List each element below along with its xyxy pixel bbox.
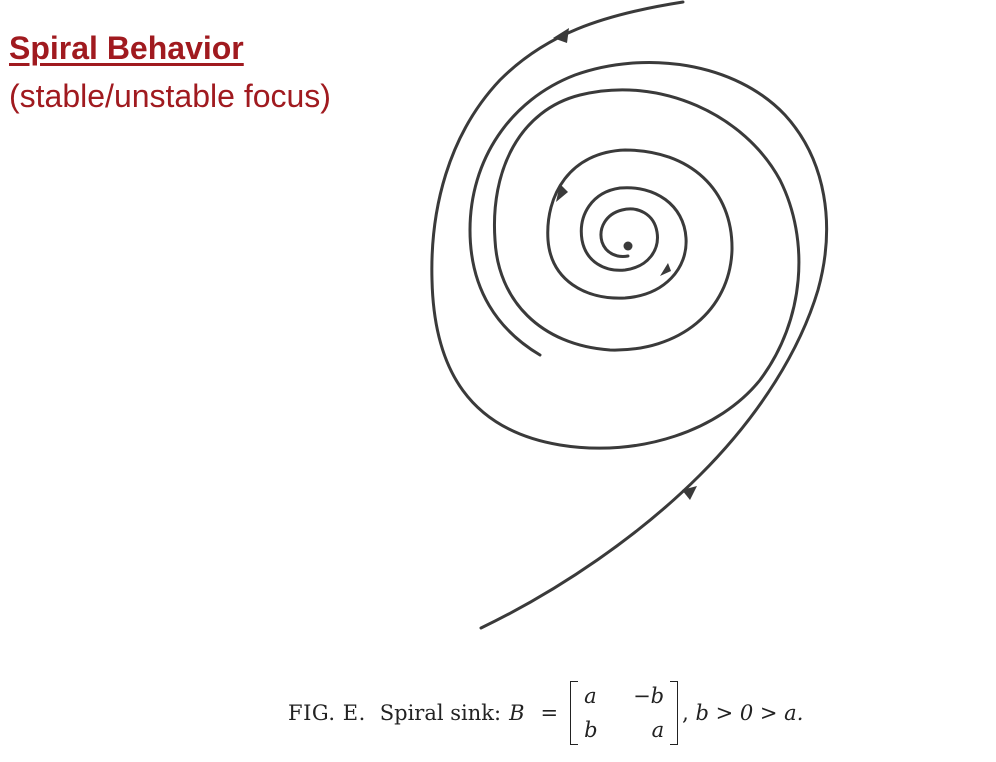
arrow-bottom-icon xyxy=(682,486,697,500)
matrix-entry: a xyxy=(651,718,665,742)
caption-text: Spiral sink: xyxy=(379,701,502,725)
matrix-entry: −b xyxy=(633,684,665,708)
arrow-inner-left-icon xyxy=(556,184,568,202)
caption-comma: , xyxy=(682,701,696,725)
slide-subtitle: (stable/unstable focus) xyxy=(9,78,331,114)
matrix-entry: a xyxy=(584,684,597,708)
matrix-entry: b xyxy=(584,718,598,742)
figure-caption: FIG. E. Spiral sink: B = a −b b a , b > … xyxy=(288,668,968,758)
caption-label: FIG. E. xyxy=(288,701,366,725)
trajectory-inner xyxy=(468,61,829,630)
arrow-inner-right-icon xyxy=(660,263,671,276)
matrix-B: a −b b a xyxy=(570,679,679,747)
equilibrium-point xyxy=(623,241,633,251)
slide-title: Spiral Behavior xyxy=(9,30,244,66)
matrix-symbol: B xyxy=(509,701,525,725)
caption-condition: b > 0 > a. xyxy=(695,701,804,725)
trajectory-outer xyxy=(430,0,801,450)
equals-sign: = xyxy=(540,701,559,725)
arrow-top-icon xyxy=(553,28,569,43)
